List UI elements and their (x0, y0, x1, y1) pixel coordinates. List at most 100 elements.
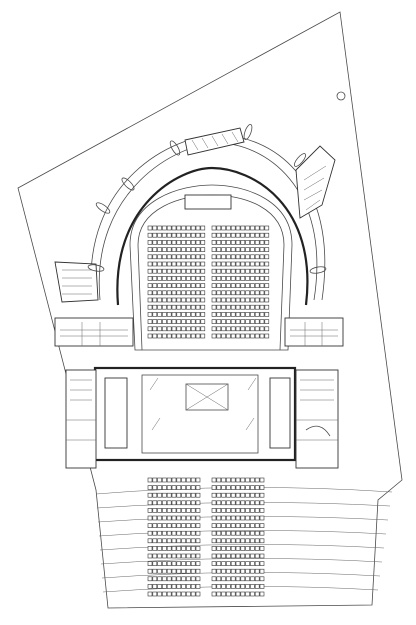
lower-seat-right (230, 546, 236, 551)
lower-seat-right (240, 530, 246, 536)
lower-seat-left (166, 492, 172, 498)
lower-seat-right (230, 576, 236, 582)
lower-seat-left (147, 477, 153, 483)
left-side-rooms (65, 369, 97, 469)
upper-seat-right (254, 254, 260, 260)
lower-seat-left (162, 591, 167, 597)
lower-seat-left (171, 553, 177, 559)
lower-seat-left (176, 561, 182, 566)
upper-seat-left (176, 304, 182, 310)
lower-seat-left (157, 584, 162, 589)
lower-seat-left (157, 523, 162, 528)
upper-seat-right (226, 247, 231, 252)
upper-seat-left (166, 276, 172, 281)
upper-seat-left (176, 290, 182, 296)
upper-seat-left (166, 261, 172, 267)
upper-seat-left (166, 297, 172, 303)
lower-seat-right (216, 538, 222, 544)
terrace-markers (87, 124, 327, 274)
upper-seat-left (157, 333, 162, 339)
lower-seat-right (235, 568, 241, 574)
upper-seat-left (195, 268, 201, 274)
lower-seat-left (157, 508, 162, 513)
upper-seat-left (190, 312, 196, 317)
upper-seat-left (190, 225, 196, 231)
lower-seat-right (226, 584, 231, 589)
upper-seat-right (226, 326, 231, 332)
upper-seat-left (166, 232, 172, 238)
upper-seat-right (254, 333, 260, 339)
lower-seat-right (240, 546, 246, 551)
lower-seat-right (226, 492, 231, 498)
upper-seat-left (186, 312, 191, 317)
upper-seat-left (157, 304, 162, 310)
upper-seat-right (221, 225, 226, 231)
upper-seat-left (152, 261, 158, 267)
upper-seat-right (240, 254, 246, 260)
lower-seat-left (171, 500, 177, 506)
upper-seat-left (195, 247, 201, 252)
upper-seat-right (221, 326, 226, 332)
upper-seat-right (221, 297, 226, 303)
upper-seat-left (147, 304, 153, 310)
lower-seat-left (186, 492, 191, 498)
lower-seat-left (190, 553, 196, 559)
lower-seat-left (152, 576, 158, 582)
upper-seat-left (147, 326, 153, 332)
lower-seat-left (186, 523, 191, 528)
upper-seat-right (211, 333, 217, 339)
lower-seat-right (254, 508, 260, 513)
lower-seat-right (226, 515, 231, 521)
upper-seat-left (195, 326, 201, 332)
lower-seat-left (157, 576, 162, 582)
lower-seat-left (195, 553, 201, 559)
upper-seat-right (250, 254, 255, 260)
upper-seat-right (211, 312, 217, 317)
lower-seat-right (211, 485, 217, 490)
upper-seat-left (162, 276, 167, 281)
lower-seat-left (157, 515, 162, 521)
lower-seat-right (221, 591, 226, 597)
lower-seat-right (226, 591, 231, 597)
upper-seat-right (216, 319, 222, 324)
lower-seat-right (211, 568, 217, 574)
lower-seat-left (147, 485, 153, 490)
lower-seat-left (147, 576, 153, 582)
lower-seat-left (152, 515, 158, 521)
upper-seat-left (171, 283, 177, 288)
lower-seat-right (226, 500, 231, 506)
lower-seat-right (230, 515, 236, 521)
upper-seat-right (235, 240, 241, 245)
upper-seat-right (240, 276, 246, 281)
lower-seat-right (226, 553, 231, 559)
upper-seat-left (200, 326, 206, 332)
lower-seat-right (254, 584, 260, 589)
lower-seat-left (152, 485, 158, 490)
upper-seat-right (245, 261, 250, 267)
upper-seat-right (216, 261, 222, 267)
upper-seat-left (152, 232, 158, 238)
lower-seat-left (176, 546, 182, 551)
lower-seat-right (254, 485, 260, 490)
upper-seat-right (230, 232, 236, 238)
lower-seat-right (221, 515, 226, 521)
upper-seat-right (235, 225, 241, 231)
lower-seat-left (171, 508, 177, 513)
upper-seat-right (221, 283, 226, 288)
lower-seat-right (250, 530, 255, 536)
upper-seat-left (190, 290, 196, 296)
lower-seat-right (230, 568, 236, 574)
lower-seat-right (221, 576, 226, 582)
lower-seat-right (245, 477, 250, 483)
lower-seat-left (166, 546, 172, 551)
lower-seat-right (259, 584, 265, 589)
upper-seat-right (235, 312, 241, 317)
upper-seat-right (250, 290, 255, 296)
upper-seat-right (226, 290, 231, 296)
lower-seat-left (181, 591, 186, 597)
upper-seat-left (186, 290, 191, 296)
upper-seat-right (211, 283, 217, 288)
lower-seat-left (176, 568, 182, 574)
lower-seat-left (162, 485, 167, 490)
lower-seat-left (190, 538, 196, 544)
